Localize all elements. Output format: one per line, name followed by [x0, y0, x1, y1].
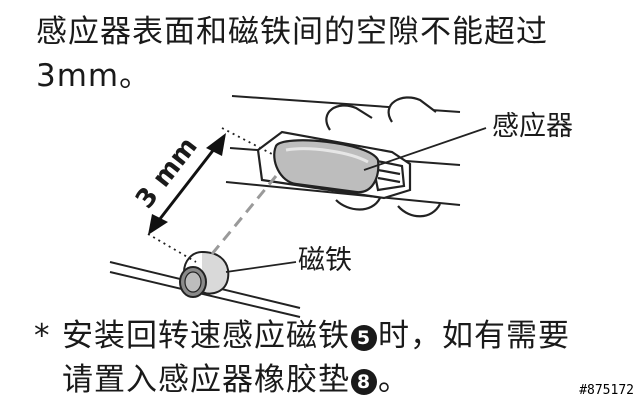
- gap-dashed-line: [210, 175, 278, 255]
- zip-ties: [325, 96, 441, 218]
- note-line-2-start: 请置入感应器橡胶垫: [62, 362, 350, 398]
- note-asterisk: *: [34, 318, 51, 354]
- part-number-8-badge: 8: [351, 369, 377, 395]
- heading-line-1: 感应器表面和磁铁间的空隙不能超过: [36, 14, 548, 50]
- note-line-1-end: 时，如有需要: [378, 318, 570, 354]
- heading: 感应器表面和磁铁间的空隙不能超过 3mm。: [36, 10, 548, 98]
- note-line-1-start: 安装回转速感应磁铁: [62, 318, 350, 354]
- magnet-leader-line: [225, 261, 297, 273]
- spoke-magnet: [179, 251, 230, 298]
- part-number-5-badge: 5: [351, 325, 377, 351]
- sensor-body: [273, 139, 380, 194]
- dimension-arrow: [148, 133, 226, 235]
- heading-line-2: 3mm。: [36, 58, 152, 94]
- sensor-leader-line: [363, 127, 487, 171]
- figure-code: #875172: [579, 383, 634, 398]
- sensor-label: 感应器: [492, 111, 573, 142]
- magnet-label: 磁铁: [298, 245, 352, 276]
- note-line-2-end: 。: [378, 362, 410, 398]
